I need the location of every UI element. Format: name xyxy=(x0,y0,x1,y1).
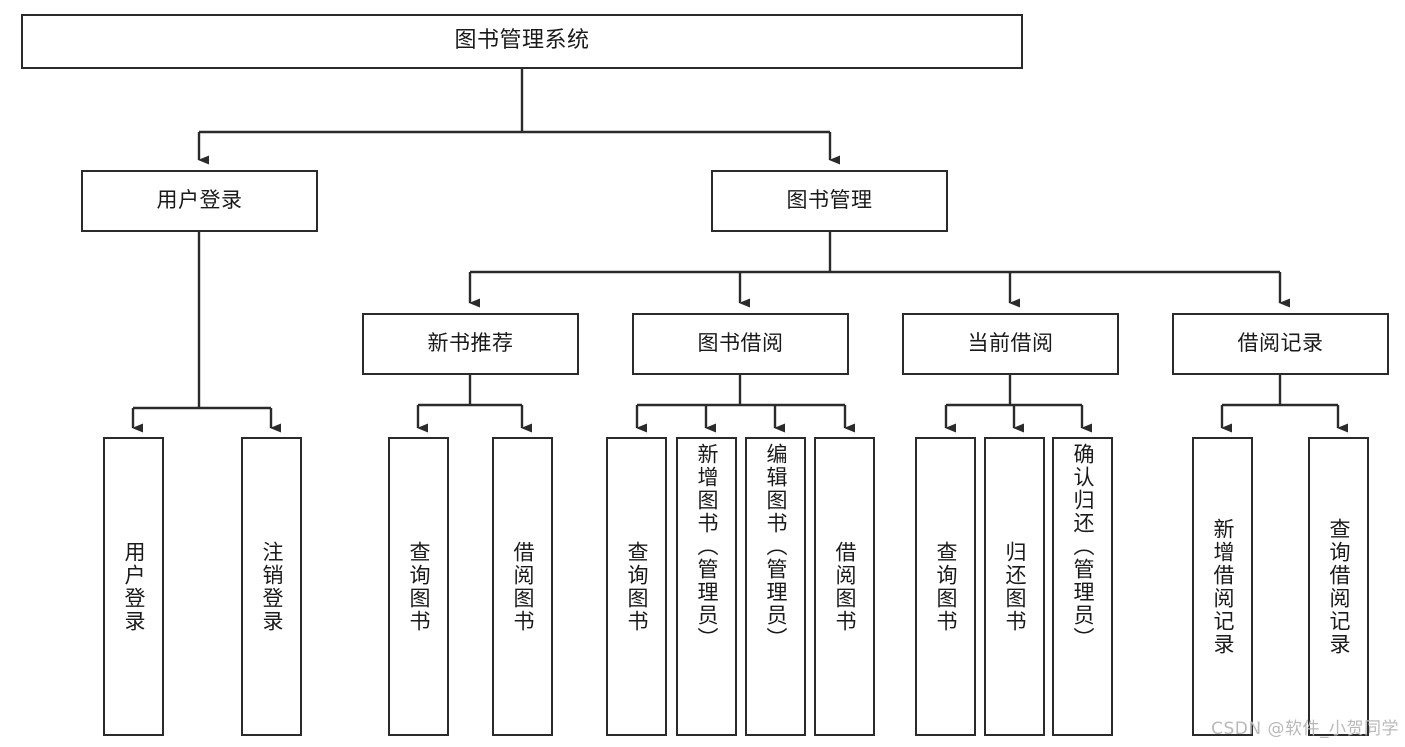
leaf-current-borrow-query[interactable]: 查询图书 xyxy=(915,437,976,736)
leaf-book-borrow-add-admin[interactable]: 新增图书（管理员） xyxy=(676,437,737,736)
node-book-management[interactable]: 图书管理 xyxy=(711,170,948,232)
node-label: 查询借阅记录 xyxy=(1327,517,1351,656)
leaf-borrow-record-add[interactable]: 新增借阅记录 xyxy=(1192,437,1253,736)
node-label: 归还图书 xyxy=(1003,540,1027,633)
node-label: 借阅图书 xyxy=(511,540,535,633)
node-label: 图书管理系统 xyxy=(454,28,590,54)
csdn-watermark: CSDN @软件_小贺同学 xyxy=(1211,719,1399,739)
node-label: 查询图书 xyxy=(625,540,649,633)
node-root-book-management-system[interactable]: 图书管理系统 xyxy=(21,14,1023,69)
leaf-book-borrow-borrow[interactable]: 借阅图书 xyxy=(814,437,875,736)
node-label: 图书管理 xyxy=(786,188,873,213)
node-label: 确认归还（管理员） xyxy=(1071,443,1095,650)
node-label: 用户登录 xyxy=(156,188,243,213)
node-new-book-recommend[interactable]: 新书推荐 xyxy=(362,313,579,375)
node-user-login[interactable]: 用户登录 xyxy=(81,170,318,232)
node-label: 注销登录 xyxy=(260,540,284,633)
leaf-book-borrow-edit-admin[interactable]: 编辑图书（管理员） xyxy=(745,437,806,736)
node-label: 查询图书 xyxy=(934,540,958,633)
leaf-current-borrow-confirm-admin[interactable]: 确认归还（管理员） xyxy=(1052,437,1113,736)
leaf-new-book-borrow[interactable]: 借阅图书 xyxy=(492,437,553,736)
node-label: 用户登录 xyxy=(122,540,146,633)
node-label: 图书借阅 xyxy=(697,331,784,356)
leaf-current-borrow-return[interactable]: 归还图书 xyxy=(984,437,1045,736)
leaf-book-borrow-query[interactable]: 查询图书 xyxy=(606,437,667,736)
leaf-user-login-login[interactable]: 用户登录 xyxy=(103,437,164,736)
node-label: 新增借阅记录 xyxy=(1211,517,1235,656)
node-book-borrow[interactable]: 图书借阅 xyxy=(632,313,849,375)
leaf-user-login-logout[interactable]: 注销登录 xyxy=(241,437,302,736)
node-label: 编辑图书（管理员） xyxy=(764,443,788,650)
node-label: 当前借阅 xyxy=(967,331,1054,356)
node-borrow-record[interactable]: 借阅记录 xyxy=(1172,313,1389,375)
leaf-borrow-record-query[interactable]: 查询借阅记录 xyxy=(1308,437,1369,736)
node-label: 新书推荐 xyxy=(427,331,514,356)
node-label: 新增图书（管理员） xyxy=(695,443,719,650)
node-current-borrow[interactable]: 当前借阅 xyxy=(902,313,1119,375)
node-label: 借阅图书 xyxy=(833,540,857,633)
leaf-new-book-query[interactable]: 查询图书 xyxy=(388,437,449,736)
node-label: 查询图书 xyxy=(407,540,431,633)
node-label: 借阅记录 xyxy=(1237,331,1324,356)
